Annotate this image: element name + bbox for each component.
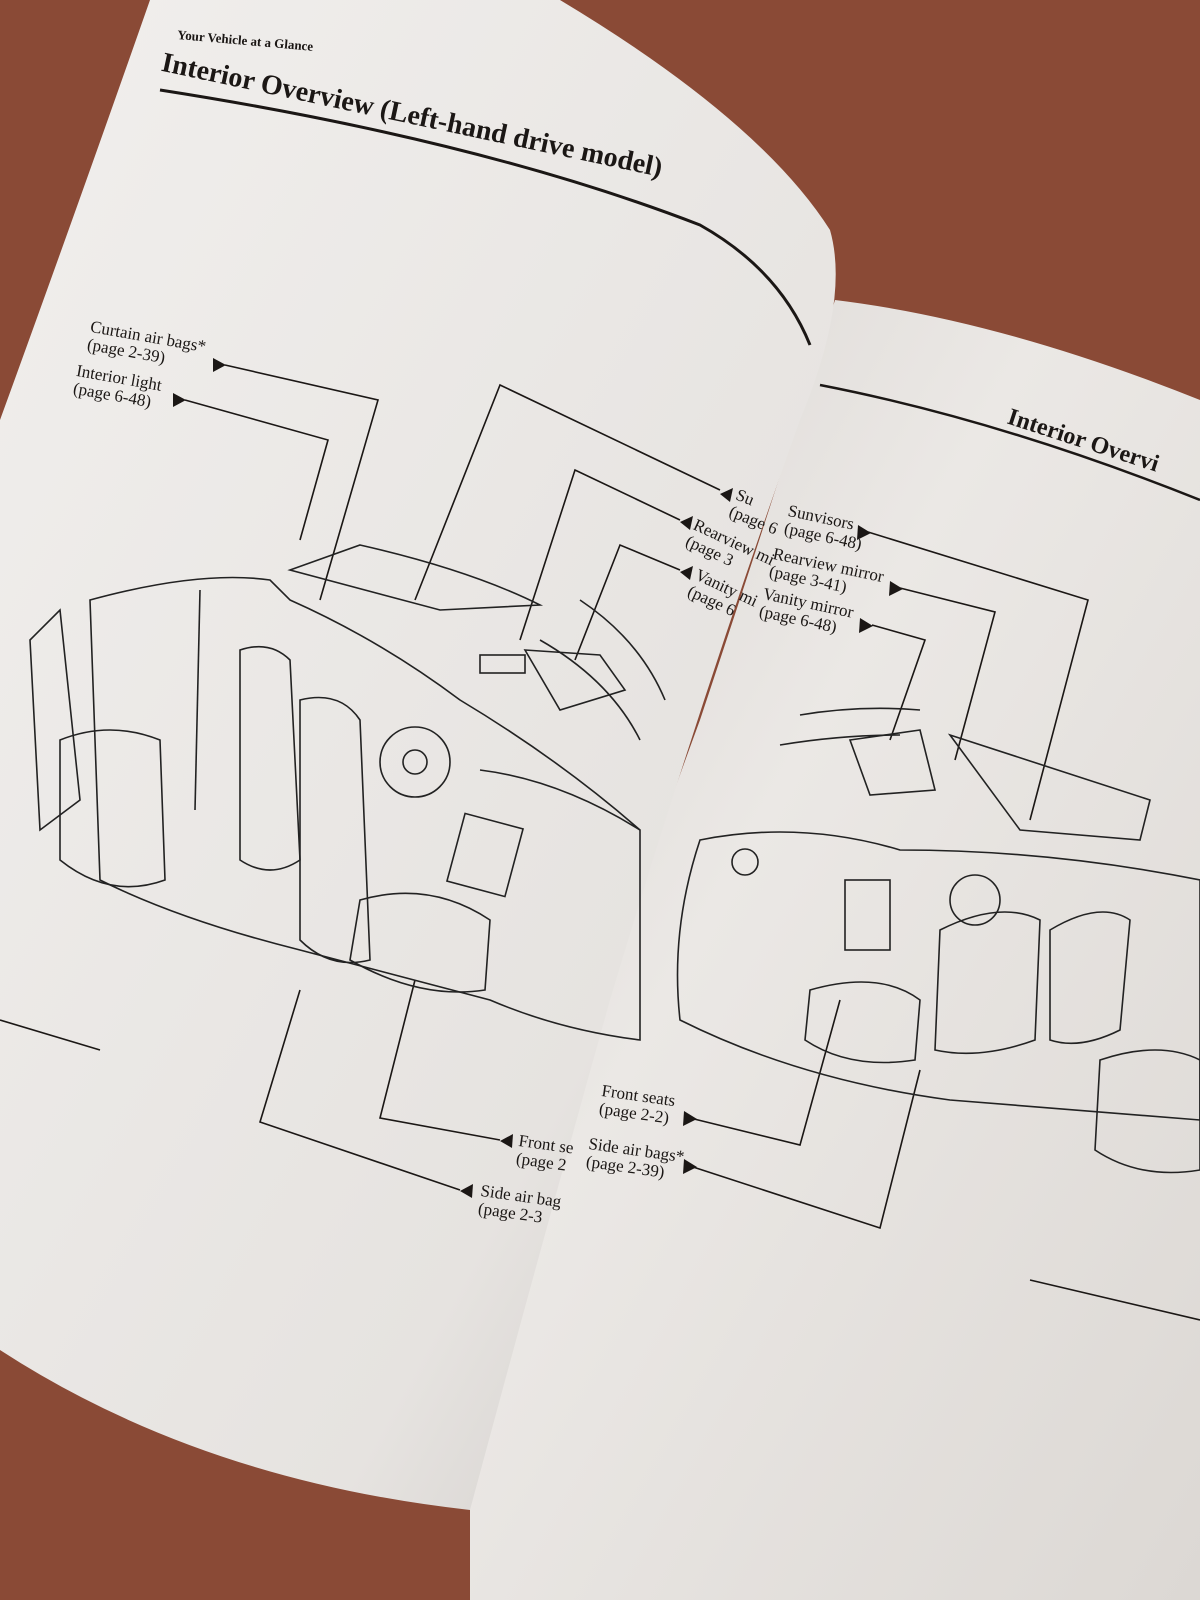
leader-lines-right: [689, 531, 1200, 1321]
left-page: [0, 0, 836, 1510]
leader-lines-left: [0, 364, 721, 1191]
interior-illustration-left: [29, 544, 666, 1041]
arrow-markers: [173, 358, 903, 1198]
right-title-rule: [819, 383, 1200, 502]
interior-illustration-right: [676, 707, 1200, 1174]
left-title-rule: [159, 88, 812, 346]
label-front-seats-left: Front se (page 2: [515, 1131, 575, 1175]
right-page: [470, 300, 1200, 1600]
